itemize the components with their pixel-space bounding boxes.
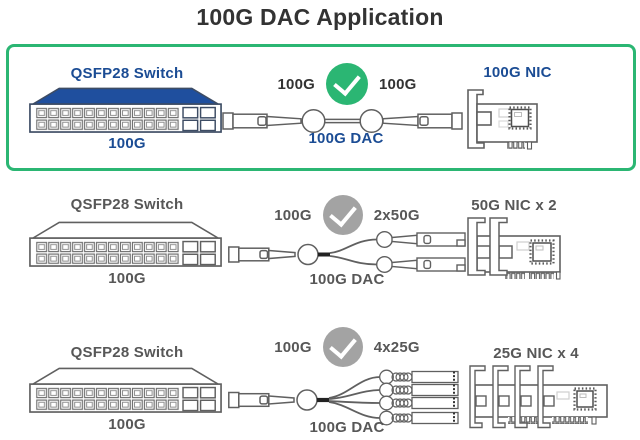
highlight-box: [6, 44, 636, 171]
speed-status-row1: 100G 100G: [252, 63, 442, 105]
checkmark-icon: [322, 195, 363, 235]
checkmark-tick: [328, 330, 357, 360]
checkmark-tick: [333, 67, 361, 97]
pci-bracket: [489, 217, 508, 276]
chip-icon: [529, 239, 555, 265]
chip-icon: [508, 106, 532, 130]
sfp-port: [520, 395, 532, 407]
dac-cable-illustration-row2: [228, 230, 466, 274]
dac-cable-illustration-row1: [222, 108, 463, 134]
nic-label-row3: 25G NIC x 4: [493, 345, 579, 362]
pcie-fingers: [508, 416, 597, 425]
cable-label-row1: 100G DAC: [308, 130, 384, 147]
switch-speed-label-row3: 100G: [108, 416, 146, 433]
dac-cable-illustration-row3: [228, 369, 459, 426]
source-speed-label: 100G: [277, 75, 315, 93]
pci-bracket: [469, 365, 486, 429]
target-speed-label: 2x50G: [373, 206, 420, 224]
cable-label-row3: 100G DAC: [309, 419, 385, 436]
sfp-port: [475, 395, 487, 407]
pci-bracket: [537, 365, 554, 429]
switch-label-row3: QSFP28 Switch: [70, 344, 184, 361]
checkmark-icon: [322, 327, 363, 367]
sfp-port: [543, 395, 555, 407]
speed-status-row2: 100G 2x50G: [252, 195, 442, 235]
nic-label-row1: 100G NIC: [483, 64, 552, 81]
switch-illustration-row3: [29, 367, 222, 413]
pcie-fingers: [507, 141, 533, 150]
switch-illustration-row2: [29, 221, 222, 267]
target-speed-label: 4x25G: [373, 338, 420, 356]
switch-illustration-row1: [29, 87, 222, 133]
pci-bracket: [514, 365, 531, 429]
pcie-fingers: [505, 271, 561, 280]
cable-label-row2: 100G DAC: [309, 271, 385, 288]
switch-speed-label-row1: 100G: [108, 135, 146, 152]
chip-icon: [573, 387, 597, 411]
sfp-port: [476, 245, 491, 259]
qsfp-port: [476, 111, 492, 126]
switch-speed-label-row2: 100G: [108, 270, 146, 287]
sfp-port: [498, 395, 510, 407]
pci-bracket: [492, 365, 509, 429]
target-speed-label: 100G: [379, 75, 417, 93]
checkmark-icon: [326, 63, 368, 105]
pci-bracket: [467, 89, 485, 149]
pci-bracket: [467, 217, 486, 276]
switch-label-row2: QSFP28 Switch: [70, 196, 184, 213]
switch-label-row1: QSFP28 Switch: [70, 65, 184, 82]
speed-status-row3: 100G 4x25G: [252, 327, 442, 367]
sfp-port: [498, 245, 513, 259]
page-title: 100G DAC Application: [196, 4, 444, 30]
source-speed-label: 100G: [274, 206, 312, 224]
nic-illustration-row1: [467, 89, 538, 150]
nic-illustration-row2: [467, 217, 561, 280]
nic-label-row2: 50G NIC x 2: [471, 197, 557, 214]
source-speed-label: 100G: [274, 338, 312, 356]
nic-illustration-row3: [469, 365, 608, 429]
